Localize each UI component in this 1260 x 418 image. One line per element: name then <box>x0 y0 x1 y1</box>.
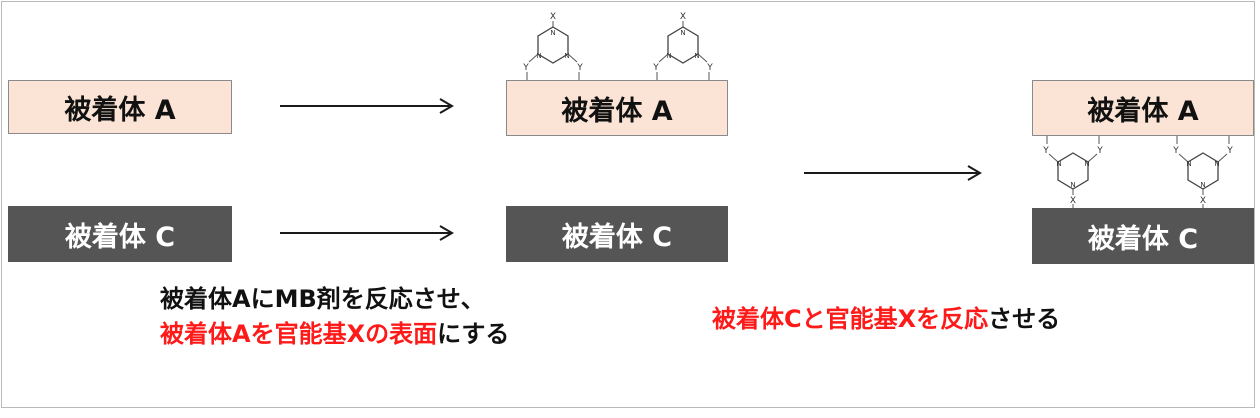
svg-text:N: N <box>1214 160 1219 168</box>
svg-text:Y: Y <box>652 63 659 73</box>
caption-step2-tail: させる <box>988 305 1061 333</box>
caption-step1-tail: にする <box>437 320 510 348</box>
adherend-c-box: 被着体 C <box>8 206 232 262</box>
svg-text:N: N <box>680 29 685 37</box>
svg-text:Y: Y <box>576 63 583 73</box>
caption-step1: 被着体AにMB剤を反応させ、 被着体Aを官能基Xの表面にする <box>160 282 509 352</box>
adherend-a-bonded-box: 被着体 A <box>1032 80 1254 136</box>
adherend-c-label: 被着体 C <box>561 221 673 253</box>
caption-step2: 被着体Cと官能基Xを反応させる <box>712 302 1060 337</box>
adherend-c-label: 被着体 C <box>64 221 176 253</box>
bonding-arrow <box>804 165 982 181</box>
adherend-c-bonded-box: 被着体 C <box>1032 208 1254 264</box>
adherend-a-box: 被着体 A <box>8 80 232 134</box>
reaction-arrow-c <box>280 225 454 241</box>
caption-step1-highlight: 被着体Aを官能基Xの表面 <box>160 320 438 348</box>
svg-text:N: N <box>564 52 569 60</box>
svg-text:Y: Y <box>1096 146 1103 156</box>
svg-text:Y: Y <box>522 63 529 73</box>
svg-text:N: N <box>536 52 541 60</box>
svg-text:N: N <box>1186 160 1191 168</box>
adherend-a-modified-box: 被着体 A <box>506 80 728 136</box>
svg-text:N: N <box>1070 181 1075 189</box>
svg-text:N: N <box>694 52 699 60</box>
triazine-molecule-icon: X N N N Y Y <box>652 12 713 80</box>
svg-text:X: X <box>550 12 556 22</box>
svg-text:Y: Y <box>706 63 713 73</box>
svg-text:X: X <box>680 12 686 22</box>
caption-step2-highlight: 被着体Cと官能基Xを反応 <box>712 305 989 333</box>
svg-text:X: X <box>1200 196 1206 206</box>
svg-text:N: N <box>666 52 671 60</box>
svg-text:N: N <box>1200 181 1205 189</box>
svg-text:Y: Y <box>1172 146 1179 156</box>
adherend-a-label: 被着体 A <box>561 95 673 127</box>
triazine-molecule-icon: X N N N Y Y <box>522 12 583 80</box>
svg-text:Y: Y <box>1042 146 1049 156</box>
adherend-c-box-stage2: 被着体 C <box>506 206 728 262</box>
caption-step1-line1: 被着体AにMB剤を反応させ、 <box>160 285 485 313</box>
adherend-a-label: 被着体 A <box>1087 95 1199 127</box>
svg-text:N: N <box>1084 160 1089 168</box>
adherend-c-label: 被着体 C <box>1087 223 1199 255</box>
svg-text:Y: Y <box>1226 146 1233 156</box>
caption-step1-line2: 被着体Aを官能基Xの表面にする <box>160 317 509 352</box>
triazine-molecule-icon: Y Y N N N X <box>1172 136 1233 208</box>
svg-text:N: N <box>550 29 555 37</box>
adherend-a-label: 被着体 A <box>64 94 176 126</box>
diagram-frame <box>1 1 1255 408</box>
svg-text:X: X <box>1070 196 1076 206</box>
triazine-molecule-icon: Y Y N N N X <box>1042 136 1103 208</box>
svg-text:N: N <box>1056 160 1061 168</box>
reaction-arrow-a <box>280 98 454 114</box>
